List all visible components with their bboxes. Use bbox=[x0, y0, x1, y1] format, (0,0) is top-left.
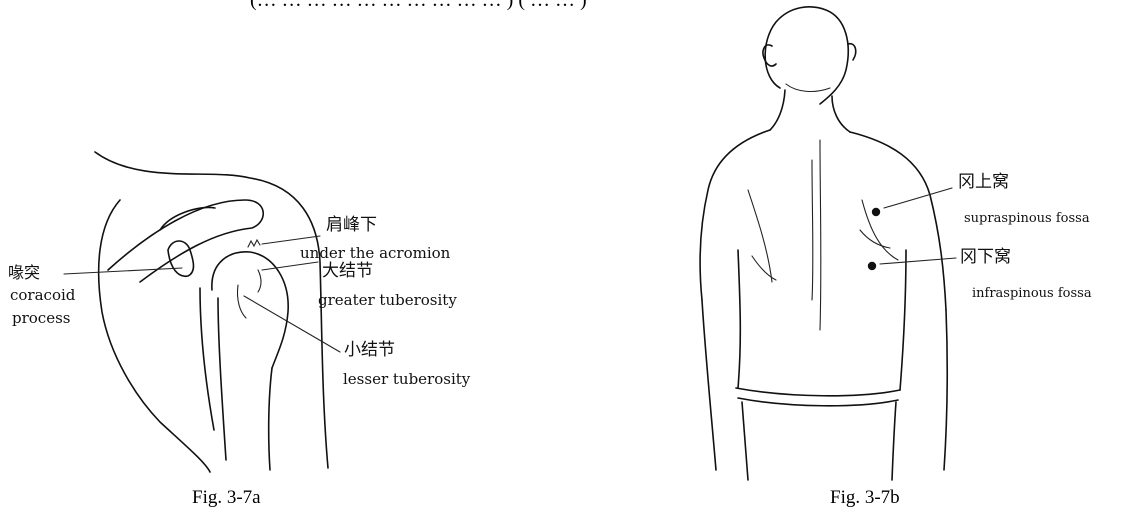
caption-fig-b: Fig. 3-7b bbox=[830, 487, 900, 508]
label-coracoid-en-2: process bbox=[12, 309, 70, 327]
label-lesser-en: lesser tuberosity bbox=[343, 370, 471, 388]
label-coracoid-cn: 喙突 bbox=[8, 263, 40, 282]
label-infra-en: infraspinous fossa bbox=[972, 286, 1092, 301]
top-cut-text: (… … … … … … … … … … ) ( … … ) bbox=[250, 0, 587, 11]
label-acromion-en: under the acromion bbox=[300, 244, 451, 262]
label-supra-cn: 冈上窝 bbox=[958, 172, 1009, 192]
infraspinous-point bbox=[868, 262, 876, 270]
label-coracoid-en-1: coracoid bbox=[10, 286, 76, 304]
caption-fig-a: Fig. 3-7a bbox=[192, 487, 261, 508]
label-greater-en: greater tuberosity bbox=[318, 291, 457, 309]
supraspinous-point bbox=[872, 208, 880, 216]
shoulder-diagram bbox=[95, 152, 328, 472]
leader-lines-b bbox=[880, 188, 956, 264]
label-supra-en: supraspinous fossa bbox=[964, 211, 1090, 226]
label-acromion-cn: 肩峰下 bbox=[326, 215, 377, 235]
label-lesser-cn: 小结节 bbox=[344, 340, 395, 360]
label-infra-cn: 冈下窝 bbox=[960, 247, 1011, 267]
back-diagram bbox=[700, 7, 947, 480]
label-greater-cn: 大结节 bbox=[322, 261, 373, 281]
